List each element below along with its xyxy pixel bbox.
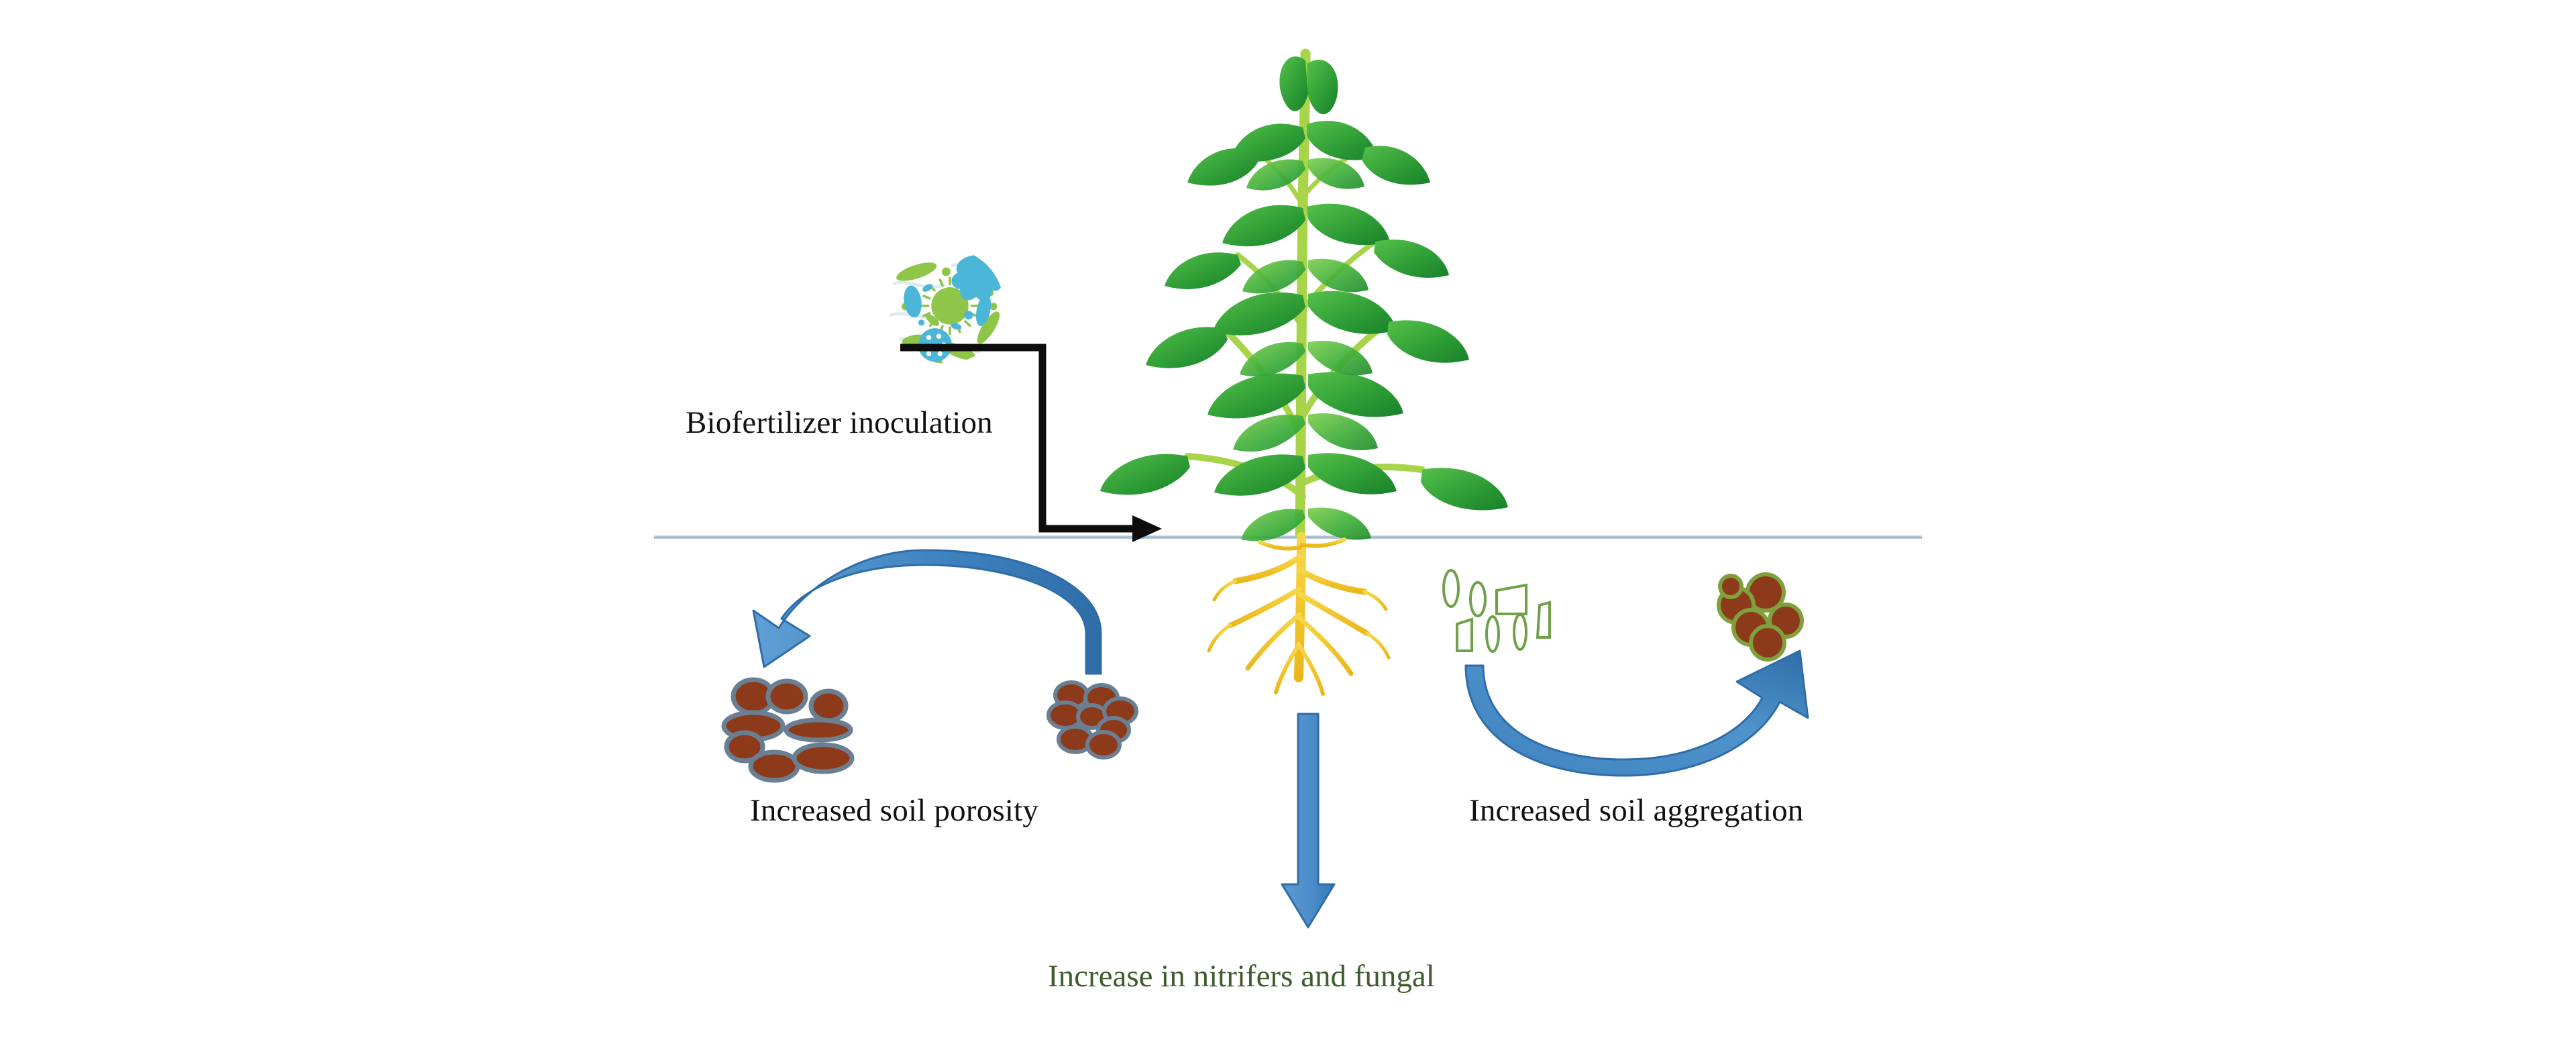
soil-surface-line — [654, 535, 1922, 539]
biofertilizer-microbe-disc — [888, 248, 1004, 364]
increased-soil-porosity-label: Increased soil porosity — [750, 793, 1039, 828]
aggregation-curved-arrow — [1464, 649, 1809, 777]
dispersed-soil-particles — [721, 677, 855, 783]
increased-soil-aggregation-label: Increased soil aggregation — [1469, 793, 1804, 828]
plant-illustration — [1100, 48, 1508, 696]
increase-in-nitrifiers-label: Increase in nitrifers and fungal — [1048, 959, 1435, 994]
aggregated-soil-particles-left — [1046, 680, 1138, 760]
nitrifiers-down-arrow — [1281, 713, 1336, 929]
biofertilizer-elbow-arrow — [900, 344, 1162, 542]
aggregated-soil-particles-right — [1717, 572, 1804, 662]
unaggregated-soil-particles-right — [1442, 569, 1551, 653]
biofertilizer-inoculation-label: Biofertilizer inoculation — [686, 405, 993, 440]
porosity-curved-arrow — [752, 549, 1102, 675]
